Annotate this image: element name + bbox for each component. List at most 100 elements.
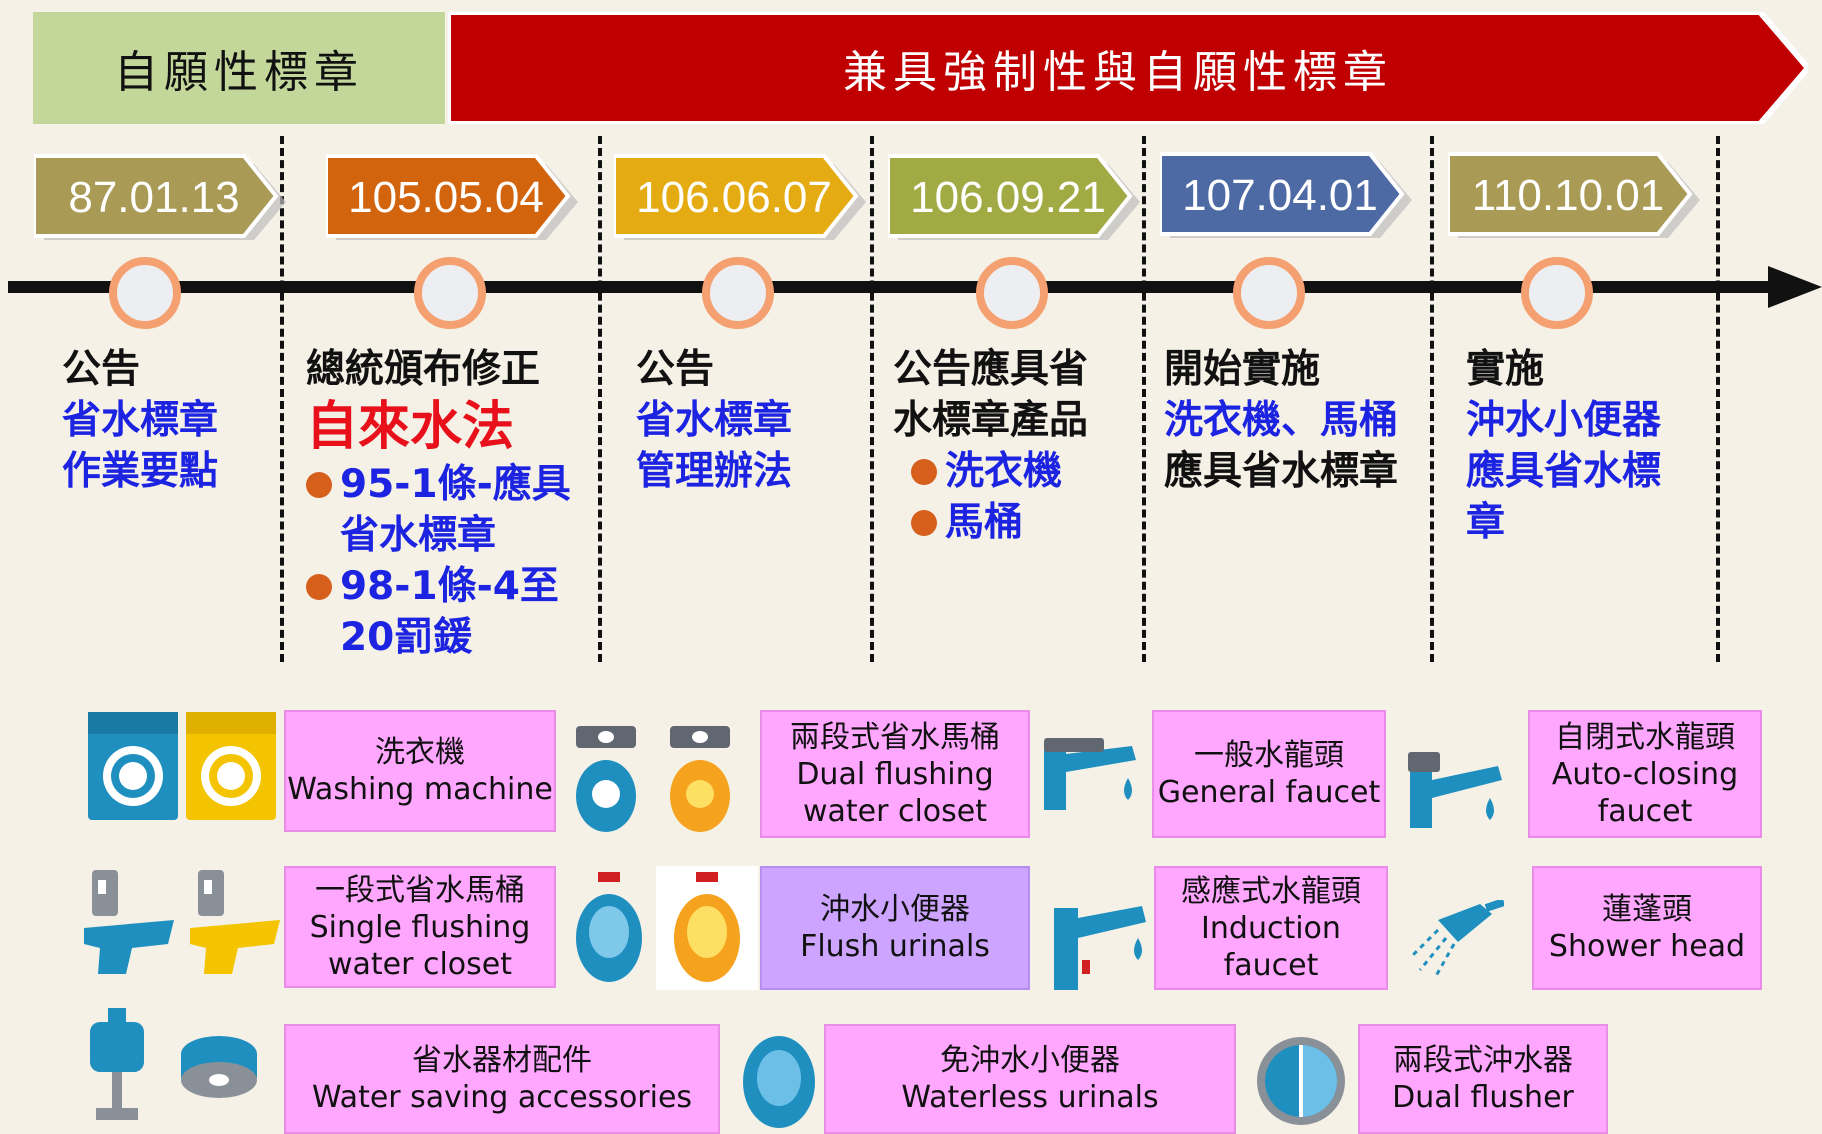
legend-en: Water saving accessories	[311, 1080, 693, 1115]
bullet-item: 洗衣機	[911, 446, 1088, 497]
date-label: 110.10.01	[1471, 171, 1665, 220]
legend-en: Washing machine	[287, 772, 553, 807]
legend-en: faucet	[1597, 793, 1693, 829]
bullet-item: 95-1條-應具省水標章	[306, 459, 571, 561]
milestone-line: 管理辦法	[636, 449, 793, 494]
column-divider	[1716, 136, 1720, 662]
milestone-line: 作業要點	[62, 449, 219, 494]
date-tag: 106.09.21	[888, 152, 1148, 244]
bullet-line: 省水標章	[340, 513, 497, 558]
faucet-icon	[1044, 738, 1136, 810]
milestone-text-4: 公告應具省 水標章產品 洗衣機 馬桶	[893, 344, 1088, 548]
bullet-item: 馬桶	[911, 497, 1088, 548]
milestone-line: 應具省水標章	[1164, 449, 1399, 494]
washing-machine-icon	[186, 712, 276, 820]
column-divider	[280, 136, 284, 662]
legend-zh: 一段式省水馬桶	[315, 872, 525, 908]
milestone-line-highlight: 自來水法	[306, 397, 515, 457]
banner-voluntary: 自願性標章	[33, 12, 445, 124]
legend-en: Single flushing	[309, 909, 531, 945]
toilet-tank-icon	[576, 726, 636, 832]
toilet-icon	[84, 870, 174, 974]
date-tag-shape	[614, 154, 866, 240]
dual-flusher-icon	[1257, 1037, 1345, 1125]
milestone-text-1: 公告 省水標章 作業要點	[62, 344, 218, 497]
milestone-line: 省水標章	[62, 398, 219, 443]
waterless-urinal-icon	[743, 1036, 815, 1128]
timeline-node	[1521, 257, 1593, 329]
timeline-node	[1233, 257, 1305, 329]
bullet-line: 98-1條-4至	[340, 564, 559, 609]
legend-en: Dual flushing	[796, 756, 994, 792]
bullet-dot	[306, 472, 332, 498]
milestone-line: 公告	[636, 347, 715, 392]
urinal-icon	[674, 872, 740, 982]
date-tag-shape	[326, 154, 578, 240]
accessory-icon	[90, 1008, 144, 1120]
milestone-text-2: 總統頒布修正 自來水法 95-1條-應具省水標章 98-1條-4至 20罰鍰	[306, 344, 571, 663]
column-divider	[1142, 136, 1146, 662]
auto-faucet-icon	[1408, 752, 1502, 828]
timeline-node	[109, 257, 181, 329]
milestone-line: 章	[1466, 500, 1506, 545]
date-tag-shape	[34, 154, 286, 240]
bullet-dot	[306, 574, 332, 600]
timeline-node	[976, 257, 1048, 329]
toilet-icon	[190, 870, 280, 974]
shower-head-icon	[1408, 900, 1504, 977]
milestone-line: 實施	[1466, 347, 1545, 392]
milestone-line: 沖水小便器	[1466, 398, 1662, 443]
legend-en: Auto-closing	[1551, 756, 1739, 792]
milestone-line: 總統頒布修正	[306, 347, 541, 392]
milestone-text-3: 公告 省水標章 管理辦法	[636, 344, 792, 497]
date-label: 87.01.13	[68, 173, 240, 222]
bullet-line: 95-1條-應具	[340, 462, 571, 507]
legend-zh: 感應式水龍頭	[1181, 873, 1361, 909]
date-label: 107.04.01	[1182, 171, 1378, 220]
legend-zh: 一般水龍頭	[1194, 738, 1344, 773]
milestone-line: 洗衣機、馬桶	[1164, 398, 1399, 443]
bullet-line: 馬桶	[945, 500, 1024, 545]
legend-zh: 兩段式沖水器	[1393, 1043, 1573, 1078]
legend-zh: 省水器材配件	[412, 1043, 592, 1078]
legend-zh: 免沖水小便器	[940, 1043, 1120, 1078]
bullet-dot	[911, 510, 937, 536]
timeline-node	[414, 257, 486, 329]
milestone-line: 水標章產品	[893, 398, 1089, 443]
legend-en: Induction	[1201, 910, 1341, 946]
milestone-line: 公告應具省	[893, 347, 1089, 392]
legend-en: Waterless urinals	[901, 1080, 1159, 1115]
banner-mandatory: 兼具強制性與自願性標章	[843, 47, 1393, 98]
urinal-icon	[576, 872, 642, 982]
bullet-dot	[911, 459, 937, 485]
legend-zh: 蓮蓬頭	[1602, 892, 1692, 927]
legend-en: Dual flusher	[1392, 1080, 1574, 1115]
legend-en: faucet	[1223, 947, 1319, 983]
legend-zh: 洗衣機	[375, 735, 465, 770]
legend-en: Shower head	[1548, 929, 1746, 964]
legend-zh: 兩段式省水馬桶	[790, 719, 1000, 755]
milestone-line: 公告	[62, 347, 141, 392]
legend-en: General faucet	[1157, 775, 1381, 810]
banner-red-arrow	[448, 12, 1808, 124]
timeline-node	[702, 257, 774, 329]
date-label: 105.05.04	[348, 173, 544, 222]
date-label: 106.06.07	[636, 173, 832, 222]
milestone-text-6: 實施 沖水小便器 應具省水標 章	[1466, 344, 1661, 548]
date-tag: 106.06.07	[614, 152, 874, 244]
date-tag: 105.05.04	[326, 152, 586, 244]
milestone-line: 省水標章	[636, 398, 793, 443]
legend-zh: 自閉式水龍頭	[1555, 719, 1735, 755]
bullet-line: 20罰鍰	[340, 615, 473, 660]
washing-machine-icon	[88, 712, 178, 820]
column-divider	[870, 136, 874, 662]
